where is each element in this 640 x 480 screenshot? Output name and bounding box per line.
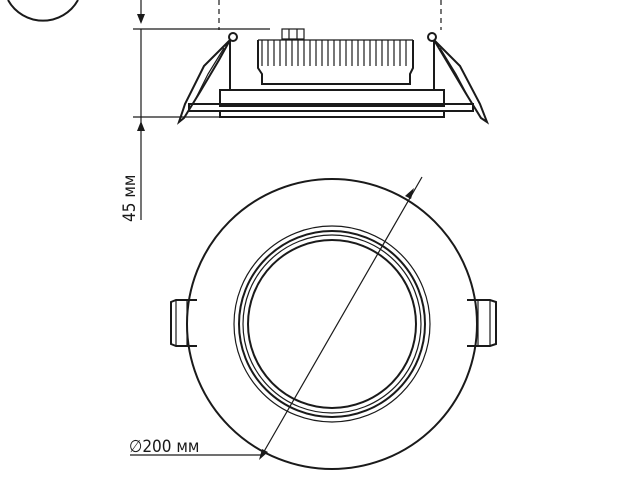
bezel-mid [238,230,426,418]
bezel-outer [233,225,431,423]
diffuser-edge [247,239,417,409]
left-tab [170,299,197,347]
left-spring-clip [176,39,231,125]
top-view [170,178,497,470]
height-dimension: 45 мм [120,0,270,222]
side-view [7,0,490,125]
height-dimension-label: 45 мм [120,175,140,222]
right-spring-clip [433,39,490,125]
right-spring-clip-inner [439,47,473,105]
left-spring-clip-inner [192,47,225,105]
outer-rim [186,178,478,470]
heat-sink [257,28,414,85]
diameter-dimension-label: ∅200 мм [129,437,199,457]
right-tab [467,299,497,347]
left-pivot [228,32,238,42]
diffuser-lip [219,110,445,118]
right-pivot [427,32,437,42]
corner-circle-arc [7,0,79,22]
inner-frame [219,89,445,107]
diameter-dimension: ∅200 мм [129,176,423,460]
bezel-inner [242,234,422,414]
